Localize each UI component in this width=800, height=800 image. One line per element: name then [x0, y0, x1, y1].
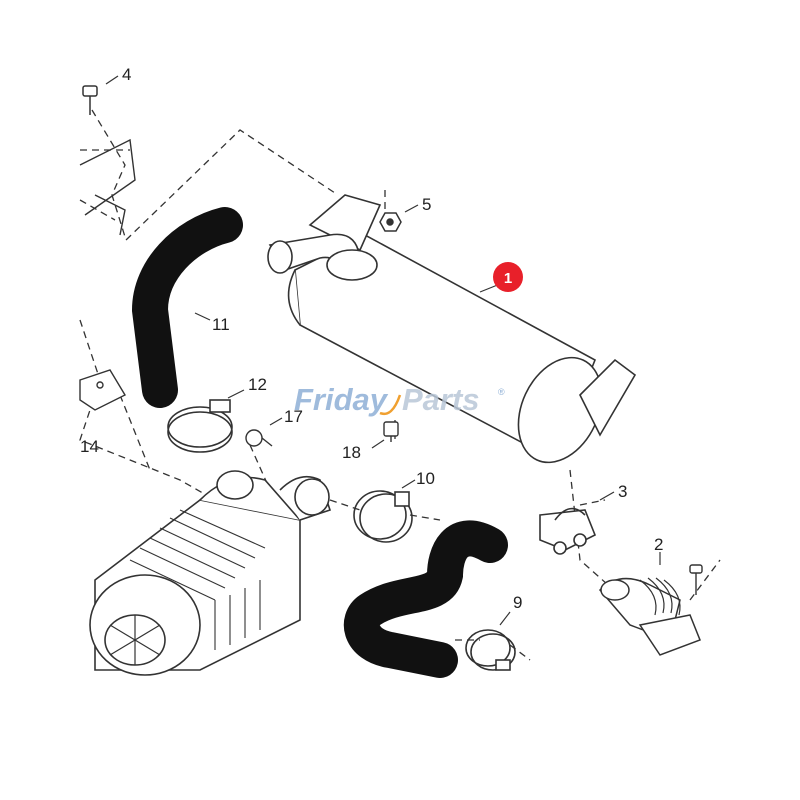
callout-5: 5 [422, 195, 431, 214]
flex-elbow-part-2 [598, 577, 701, 656]
watermark-word-b: Parts [402, 382, 480, 417]
callout-10: 10 [416, 469, 435, 488]
leader-12 [227, 389, 245, 399]
callout-9: 9 [513, 593, 522, 612]
clamp-part-10 [353, 490, 413, 543]
leader-5 [404, 204, 419, 213]
air-cleaner-assembly [89, 470, 332, 676]
callout-2: 2 [654, 535, 663, 554]
plug-part-18 [383, 421, 399, 442]
leader-11 [194, 312, 211, 321]
muffler-part-1 [267, 194, 637, 464]
callout-4: 4 [122, 65, 131, 84]
hose-part-11 [131, 207, 243, 408]
callout-11: 11 [212, 315, 230, 334]
bracket-left-top [79, 138, 136, 236]
leader-10 [401, 479, 416, 489]
bolt-part-4 [82, 85, 98, 115]
ubolt-clamp-part-3 [539, 507, 597, 555]
leader-18 [371, 439, 385, 449]
fitting-part-17 [245, 429, 273, 447]
watermark-accent-swoosh [379, 394, 402, 416]
hose-lower [343, 520, 508, 678]
watermark-logo: Friday Parts ® [294, 382, 505, 417]
leader-9 [499, 611, 511, 626]
leader-3 [599, 491, 615, 501]
bracket-plate-part-14 [79, 369, 126, 411]
flex-elbow-bellows [639, 577, 681, 616]
watermark-word-a: Friday [294, 382, 389, 417]
watermark-registered-mark: ® [498, 387, 505, 397]
callout-3: 3 [618, 482, 627, 501]
callout-14: 14 [80, 437, 99, 456]
clamp-part-12 [167, 399, 233, 453]
air-cleaner-ribs [129, 509, 266, 650]
air-cleaner-cap-pattern [109, 615, 161, 665]
callout-18: 18 [342, 443, 361, 462]
svg-text:1: 1 [504, 270, 512, 287]
callout-17: 17 [284, 407, 303, 426]
bolt-right-edge [689, 564, 703, 595]
callout-badge-1: 1 [493, 262, 523, 292]
nut-part-5 [379, 212, 402, 232]
leader-17 [269, 417, 283, 426]
leader-4 [105, 75, 119, 85]
clamp-part-9 [465, 629, 516, 671]
callout-12: 12 [248, 375, 267, 394]
